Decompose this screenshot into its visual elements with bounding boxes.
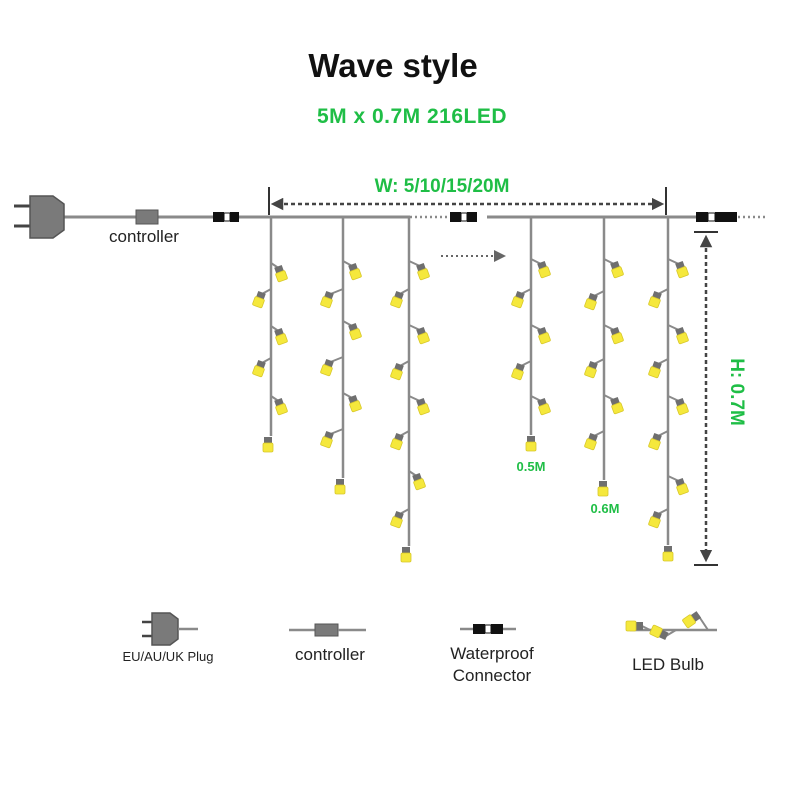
width-label: W: 5/10/15/20M (375, 176, 510, 197)
drop-wire (252, 217, 288, 453)
led-bulb-icon (270, 325, 288, 346)
led-bulb-icon (320, 428, 344, 449)
drop-wire (648, 217, 689, 562)
drop-wire (584, 217, 624, 497)
led-bulb-icon (667, 395, 689, 416)
plug-icon (14, 195, 65, 239)
drop-length-label: 0.5M (517, 459, 546, 474)
controller-icon (135, 209, 159, 225)
plug-icon (142, 612, 198, 646)
led-bulb-icon (390, 360, 410, 381)
led-bulb-icon (530, 258, 551, 279)
drop-wire (390, 217, 430, 563)
legend-connector-label: Waterproof (450, 644, 534, 663)
legend-bulb-label: LED Bulb (632, 655, 704, 674)
led-bulb-icon (408, 470, 426, 491)
connector-icon (460, 624, 516, 634)
controller-icon (289, 623, 366, 637)
led-bulb-icon (648, 430, 669, 451)
drop-length-label: 0.6M (591, 501, 620, 516)
led-bulb-icon (525, 436, 537, 452)
led-bulb-icon (584, 430, 605, 451)
led-bulb-icon (408, 395, 430, 416)
legend-controller-label: controller (295, 645, 365, 664)
led-bulb-icon (603, 394, 624, 415)
led-bulb-icon (511, 288, 532, 309)
led-bulb-icon (648, 508, 669, 529)
drop-wire (511, 217, 551, 452)
led-bulb-icon (408, 324, 430, 345)
led-bulb-icon (603, 324, 624, 345)
led-bulb-icon (597, 481, 609, 497)
led-bulb-icon (390, 430, 410, 451)
led-bulb-icon (408, 260, 430, 281)
spec-label: 5M x 0.7M 216LED (317, 105, 507, 128)
led-bulb-icon (390, 288, 410, 309)
led-bulb-icon (648, 358, 669, 379)
light-drops (252, 217, 689, 563)
led-bulb-icon (584, 290, 605, 311)
width-dimension (268, 187, 667, 215)
led-bulb-icon (342, 392, 362, 413)
height-label: H: 0.7M (726, 358, 747, 426)
led-bulb-icon (530, 324, 551, 345)
led-bulb-icon (320, 288, 344, 309)
led-bulb-icon (342, 320, 362, 341)
connector-icon (696, 212, 737, 222)
led-bulb-icon (262, 437, 274, 453)
led-bulb-icon (342, 260, 362, 281)
connector-icon (213, 212, 239, 222)
diagram-title: Wave style (308, 47, 477, 84)
legend: EU/AU/UK Plug controller Waterproof Conn… (122, 611, 717, 685)
connector-icon (450, 212, 477, 222)
led-bulb-icon (270, 262, 288, 283)
led-bulb-icon (320, 356, 344, 377)
led-bulb-icon (334, 479, 346, 495)
led-bulb-icon (252, 357, 272, 378)
led-bulb-icon (667, 475, 689, 496)
drop-wire (320, 217, 362, 495)
arrow-right-icon (441, 250, 506, 262)
led-bulb-icon (662, 546, 674, 562)
led-bulb-icon (252, 288, 272, 309)
led-bulb-icon (400, 547, 412, 563)
led-bulb-icon (625, 611, 717, 641)
led-bulb-icon (648, 288, 669, 309)
led-bulb-icon (530, 395, 551, 416)
led-bulb-icon (584, 358, 605, 379)
legend-connector-label: Connector (453, 666, 532, 685)
height-dimension (694, 231, 718, 566)
led-bulb-icon (390, 508, 410, 529)
led-bulb-icon (270, 395, 288, 416)
legend-plug-label: EU/AU/UK Plug (122, 649, 213, 664)
led-bulb-icon (667, 258, 689, 279)
led-bulb-icon (667, 324, 689, 345)
led-bulb-icon (511, 360, 532, 381)
led-bulb-icon (603, 258, 624, 279)
controller-label: controller (109, 227, 179, 246)
